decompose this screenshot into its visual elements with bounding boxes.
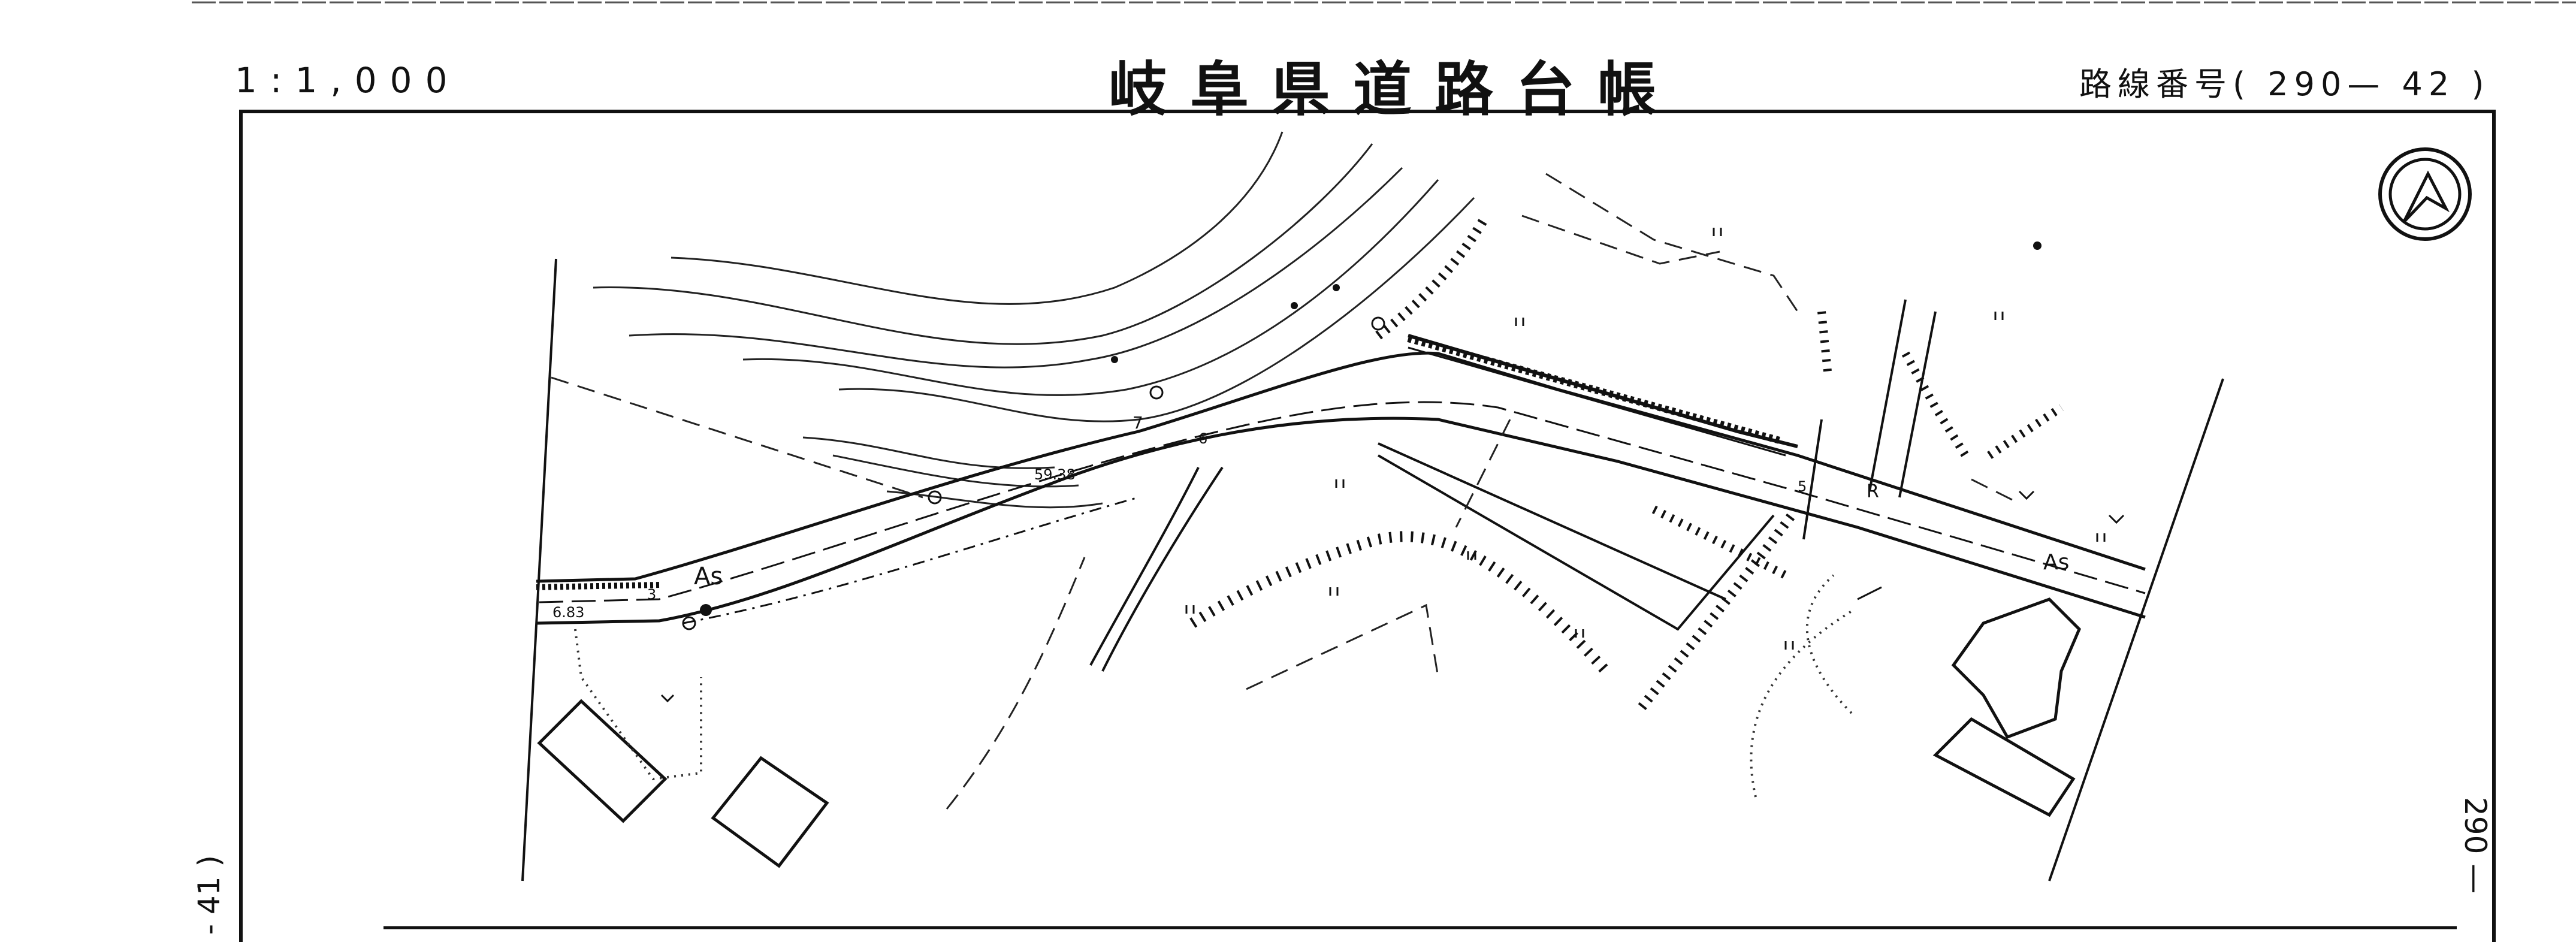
- label-5: 5: [1798, 478, 1807, 495]
- elevation-2: 59.38: [1034, 466, 1076, 483]
- label-7: 7: [1133, 413, 1143, 433]
- guardrail: [536, 335, 1781, 590]
- building: [537, 699, 668, 823]
- route-close: ): [2471, 65, 2490, 103]
- route-value: 290— 42: [2267, 65, 2456, 103]
- check-marks: [660, 490, 2125, 703]
- slope-hatching: [1189, 213, 2064, 710]
- map-frame: [239, 110, 2496, 942]
- point-markers: [700, 241, 2042, 616]
- elevation-1: 6.83: [552, 604, 584, 621]
- surface-label-left: As: [694, 563, 723, 590]
- field-boundaries: [1089, 299, 1937, 672]
- marker-r: R: [1867, 481, 1879, 502]
- main-road: [536, 334, 2146, 625]
- route-number: 路線番号( 290— 42 ): [2079, 58, 2490, 105]
- building: [1932, 717, 2076, 817]
- building: [711, 756, 829, 868]
- route-label: 路線番号(: [2079, 65, 2252, 103]
- label-6: 6: [1198, 430, 1207, 447]
- buildings: [537, 597, 2081, 868]
- building: [1951, 597, 2081, 739]
- sheet-boundary-right: [2048, 378, 2224, 881]
- circle-markers: [682, 316, 1385, 630]
- surface-label-right: As: [2043, 550, 2069, 575]
- map-scale: 1:1,000: [235, 60, 461, 101]
- sheet-boundary-left: [521, 258, 557, 881]
- contour-lines: [593, 131, 1475, 509]
- map-text: As As R 6.83 59.38 3 5 6 7: [552, 413, 2069, 621]
- dashed-boundaries: [551, 173, 2020, 810]
- label-3: 3: [647, 586, 656, 603]
- grass-marks: [1185, 228, 2106, 650]
- dotted-lines: [574, 574, 1853, 798]
- compass-north-icon: [2378, 147, 2472, 241]
